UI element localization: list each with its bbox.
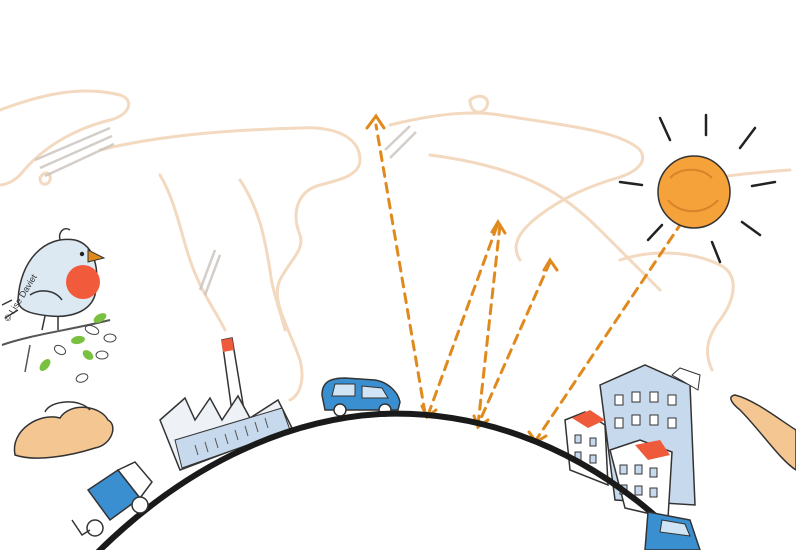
city-buildings-icon bbox=[564, 364, 701, 519]
arrow-head-4 bbox=[490, 219, 507, 235]
van-icon bbox=[644, 511, 701, 550]
sun-icon bbox=[618, 113, 777, 264]
factory-icon bbox=[159, 337, 294, 471]
escaping-ray bbox=[374, 123, 427, 415]
atmosphere-outline bbox=[0, 89, 792, 402]
radiation-arrows bbox=[374, 123, 684, 442]
arrow-head-5 bbox=[542, 257, 559, 272]
incoming-sun-ray bbox=[534, 220, 684, 442]
truck-icon bbox=[71, 461, 153, 537]
cloud-shading bbox=[34, 125, 417, 296]
reflected-ray-2 bbox=[426, 224, 499, 417]
bird-icon bbox=[1, 228, 106, 331]
reflected-ray-1 bbox=[476, 260, 552, 427]
car-icon bbox=[321, 377, 401, 417]
cloud-icon-right bbox=[730, 394, 796, 471]
branch-leaves bbox=[1, 313, 117, 383]
cloud-icon-left bbox=[13, 401, 114, 459]
arrow-head-up bbox=[365, 113, 386, 130]
trapped-ray bbox=[476, 223, 502, 427]
